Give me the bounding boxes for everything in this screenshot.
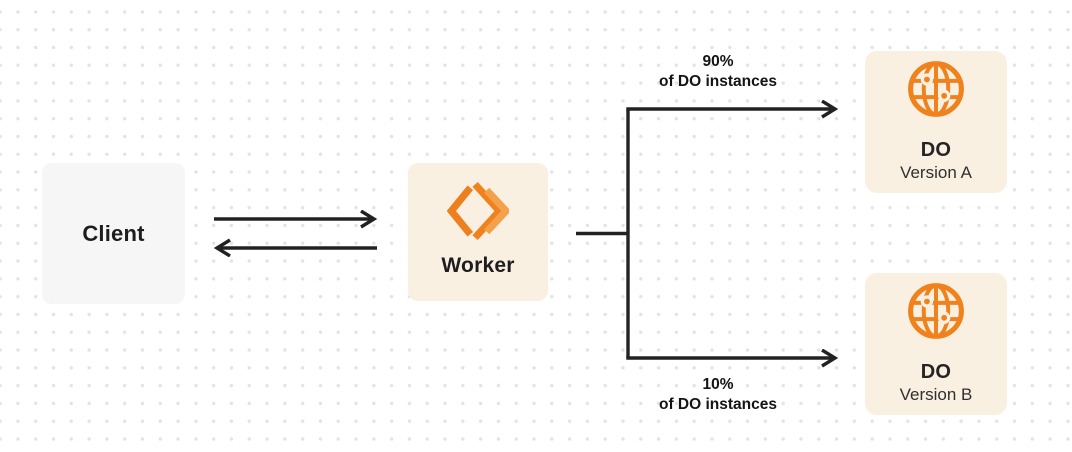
bottom-branch-caption: of DO instances [659,396,777,413]
worker-node: Worker [408,163,548,301]
top-branch-caption: of DO instances [659,73,777,90]
durable-object-globe-icon [907,282,965,340]
do-a-subtitle: Version A [900,163,972,182]
client-label: Client [82,220,145,246]
do-version-a-node: DO Version A [865,51,1007,193]
bottom-branch-label: 10% of DO instances [608,375,828,415]
do-b-title: DO [920,361,952,383]
durable-object-globe-icon [907,60,965,118]
top-branch-percent: 90% [702,53,734,70]
do-b-subtitle: Version B [899,385,973,404]
client-node: Client [42,163,185,304]
do-version-b-node: DO Version B [865,273,1007,415]
branch-stem-line [576,109,630,358]
bottom-branch-percent: 10% [702,376,734,393]
top-branch-label: 90% of DO instances [608,52,828,92]
cloudflare-workers-icon [446,180,511,242]
worker-label: Worker [441,254,515,277]
do-a-title: DO [920,139,952,161]
